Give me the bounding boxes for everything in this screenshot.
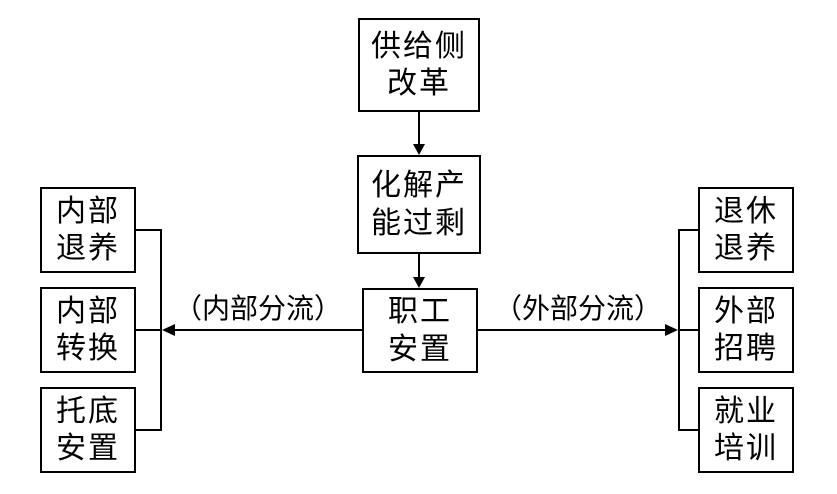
- arrowhead-placement-to-external: [665, 324, 678, 336]
- box-internal-transfer: 内部 转换: [40, 287, 136, 373]
- box-retire-pension: 退休 退养: [698, 187, 794, 273]
- arrowhead-placement-to-internal: [162, 324, 175, 336]
- box-external-recruitment: 外部 招聘: [698, 287, 794, 373]
- box-internal-retirement: 内部 退养: [40, 187, 136, 273]
- box-fallback-placement: 托底 安置: [40, 387, 136, 473]
- box-employment-training: 就业 培训: [698, 387, 794, 473]
- label-internal-diversion: （内部分流）: [173, 294, 342, 325]
- box-worker-placement: 职工 安置: [362, 288, 478, 373]
- box-supply-side-reform: 供给侧 改革: [358, 18, 480, 112]
- label-external-diversion: （外部分流）: [493, 294, 662, 325]
- box-resolve-overcapacity: 化解产 能过剩: [357, 155, 481, 254]
- arrowhead-overcapacity-to-placement: [413, 277, 425, 288]
- arrowhead-reform-to-overcapacity: [413, 144, 425, 155]
